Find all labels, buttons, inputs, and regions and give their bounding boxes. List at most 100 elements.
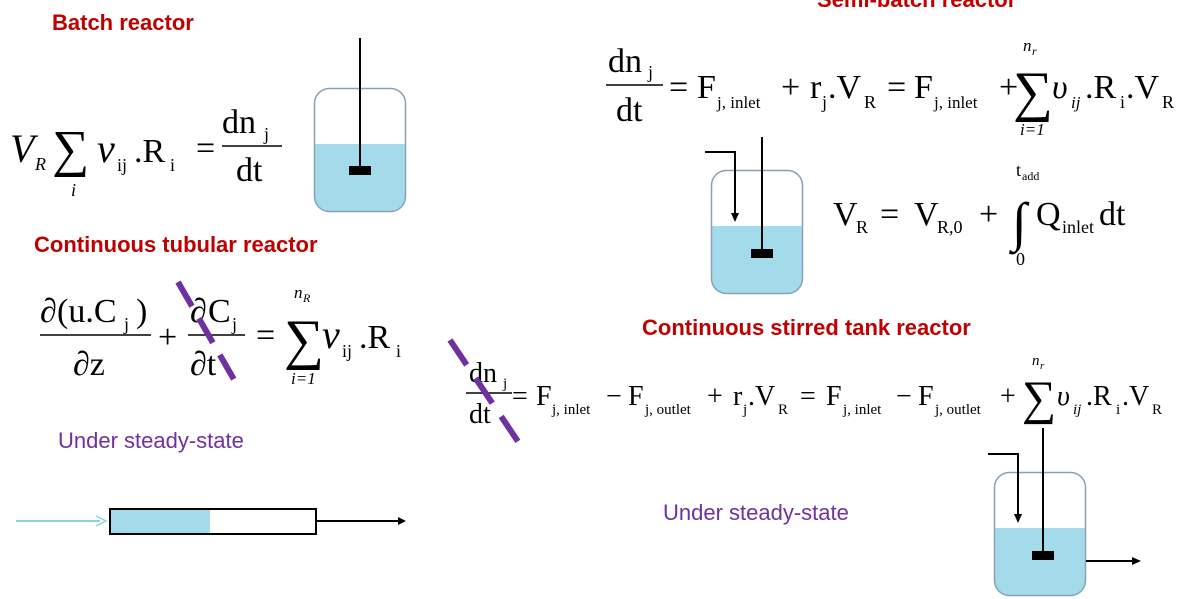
tubular-eq-numerator-2-sub: j	[231, 314, 237, 334]
vol-eq-integral: ∫	[1009, 192, 1030, 255]
sb-eq-sum-upper-sub: r	[1032, 44, 1037, 58]
batch-eq-v-sub: R	[34, 154, 46, 174]
batch-eq-equals: =	[196, 130, 215, 167]
cstr-eq-f-in: F	[536, 381, 552, 412]
tube-filled-section	[110, 509, 210, 534]
tubular-eq-denominator-1: ∂z	[73, 346, 105, 383]
cstr-liquid	[994, 528, 1086, 596]
sb-eq-sum-lower: i=1	[1020, 120, 1045, 139]
cstr-eq-f-in-2: F	[826, 381, 842, 412]
tubular-eq-sum-upper-sub: R	[302, 291, 311, 305]
sb-eq-r: r	[810, 69, 822, 106]
tube-feed-arrow-icon	[95, 515, 108, 527]
tubular-eq-numerator-1-close: )	[136, 293, 147, 330]
cstr-eq-minus-1: −	[606, 381, 622, 412]
cstr-eq-denominator: dt	[469, 399, 491, 430]
tubular-eq-r: .R	[359, 319, 391, 356]
semi-batch-volume-equation: V R = V R,0 + t add ∫ 0 Q inlet dt	[833, 160, 1126, 269]
batch-eq-v: V	[10, 126, 39, 171]
tubular-eq-plus: +	[158, 319, 177, 356]
batch-reactor-vessel	[313, 38, 407, 213]
sb-eq-vr-2-sub: R	[1162, 92, 1174, 112]
batch-eq-r-sub: i	[170, 155, 175, 175]
cstr-eq-f-out-2: F	[918, 381, 934, 412]
batch-liquid	[314, 144, 406, 212]
sb-eq-f-2-sub: j, inlet	[933, 93, 978, 112]
sb-eq-f-2: F	[914, 69, 933, 106]
vol-eq-dt: dt	[1099, 196, 1126, 233]
tubular-eq-nu: ν	[322, 312, 340, 357]
cstr-eq-numerator-sub: j	[502, 376, 507, 392]
semi-batch-mass-balance-equation: dn j dt = F j, inlet + r j .V R = F j, i…	[606, 36, 1174, 139]
vol-eq-upper: t	[1016, 160, 1021, 180]
cstr-eq-vr-2: .V	[1122, 381, 1149, 412]
tubular-eq-sum-lower: i=1	[291, 369, 316, 388]
cstr-eq-f-in-2-sub: j, inlet	[842, 402, 882, 418]
vol-eq-q-sub: inlet	[1062, 217, 1094, 237]
cstr-eq-sum-upper: n	[1032, 353, 1040, 369]
sb-eq-f: F	[697, 69, 716, 106]
batch-eq-sum: ∑	[52, 121, 89, 178]
cstr-steady-state-note: Under steady-state	[663, 500, 849, 525]
vol-eq-v: V	[833, 196, 858, 233]
sb-eq-r-sub: j	[821, 92, 827, 112]
vol-eq-v0: V	[914, 196, 939, 233]
cstr-eq-rate: .R	[1086, 381, 1112, 412]
cstr-eq-f-out: F	[628, 381, 644, 412]
cstr-mass-balance-equation: dn j dt = F j, inlet − F j, outlet + r j…	[447, 338, 1162, 454]
sb-eq-sum: ∑	[1013, 61, 1053, 123]
sb-stirrer-impeller	[751, 249, 773, 258]
tubular-eq-numerator-1-sub: j	[123, 314, 129, 334]
sb-eq-equals-2: =	[887, 69, 906, 106]
batch-eq-nu: ν	[97, 126, 115, 171]
cstr-eq-vr-2-sub: R	[1152, 402, 1162, 418]
sb-eq-equals-1: =	[669, 69, 688, 106]
sb-eq-rate-sub: i	[1120, 92, 1125, 112]
cstr-outlet-arrow-icon	[1132, 557, 1141, 565]
batch-reactor-heading: Batch reactor	[52, 10, 194, 35]
sb-vessel-wall	[710, 169, 804, 295]
cstr-feed-line	[988, 453, 1019, 516]
sb-eq-vr-sub: R	[864, 92, 876, 112]
cstr-eq-sum-upper-sub: r	[1040, 360, 1045, 372]
cstr-feed-arrow-icon	[1014, 514, 1022, 523]
batch-eq-r: .R	[134, 133, 166, 170]
tubular-eq-r-sub: i	[396, 341, 401, 361]
cstr-eq-sum: ∑	[1022, 372, 1056, 425]
cstr-heading: Continuous stirred tank reactor	[642, 315, 971, 340]
sb-eq-upsilon-sub: ij	[1071, 93, 1081, 112]
sb-eq-numerator-sub: j	[647, 62, 653, 82]
tubular-eq-strike-through	[175, 280, 243, 392]
tubular-eq-numerator-1: (u.C	[57, 293, 117, 330]
semi-batch-reactor-vessel	[705, 137, 804, 295]
tubular-eq-nu-sub: ij	[342, 341, 352, 361]
vol-eq-plus: +	[979, 196, 998, 233]
cstr-eq-r-sub: j	[742, 402, 747, 418]
sb-eq-rate: .R	[1085, 69, 1117, 106]
tubular-eq-denominator-2: ∂t	[190, 346, 217, 383]
cstr-eq-equals-2: =	[800, 381, 816, 412]
batch-stirrer-impeller	[349, 166, 371, 175]
vol-eq-upper-sub: add	[1022, 169, 1039, 183]
sb-eq-plus-1: +	[781, 69, 800, 106]
semi-batch-reactor-heading: Semi-batch reactor	[817, 0, 1016, 13]
tubular-eq-numerator-2: C	[208, 293, 231, 330]
cstr-vessel-wall	[993, 471, 1087, 597]
continuous-tubular-reactor-heading: Continuous tubular reactor	[34, 232, 318, 257]
sb-eq-sum-upper: n	[1023, 36, 1032, 55]
cstr-stirrer-impeller	[1032, 551, 1054, 560]
vol-eq-lower: 0	[1016, 249, 1025, 269]
cstr-vessel	[988, 428, 1141, 597]
cstr-eq-vr-sub: R	[778, 402, 788, 418]
cstr-eq-equals-1: =	[512, 381, 528, 412]
batch-eq-sum-index: i	[71, 180, 76, 200]
cstr-eq-f-out-sub: j, outlet	[644, 402, 692, 418]
cstr-eq-plus-2: +	[1000, 381, 1016, 412]
tubular-eq-sum: ∑	[284, 309, 324, 371]
tubular-eq-partial-1: ∂	[40, 293, 57, 330]
cstr-eq-rate-sub: i	[1116, 402, 1120, 418]
batch-eq-denominator: dt	[236, 152, 263, 189]
sb-eq-vr: .V	[828, 69, 862, 106]
tubular-eq-sum-upper: n	[294, 283, 303, 302]
